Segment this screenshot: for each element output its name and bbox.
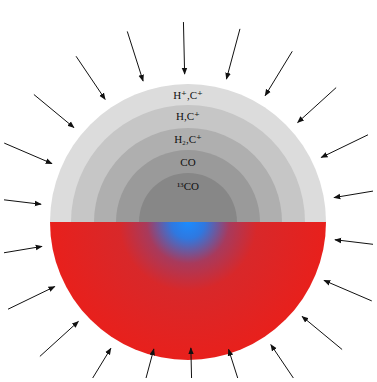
band-fill [116, 150, 260, 222]
radiation-arrow [34, 95, 74, 128]
radiation-arrow [4, 246, 42, 252]
radiation-arrow [321, 135, 368, 158]
radiation-arrow [226, 29, 240, 79]
radiation-arrows [4, 22, 373, 378]
radiation-arrow [4, 200, 41, 204]
species-label: H₂,C⁺ [94, 133, 282, 145]
radiation-arrow [127, 31, 143, 81]
layer-band: H⁺,C⁺ H,C⁺ H₂,C⁺ CO ¹³CO [50, 84, 326, 360]
radiation-arrow [229, 349, 238, 378]
radiation-arrow [335, 240, 373, 245]
radiation-arrow [4, 143, 52, 164]
radiation-arrow [302, 316, 342, 349]
radiation-arrow [76, 56, 105, 99]
radiation-arrow [146, 349, 154, 378]
radiation-arrow [334, 191, 373, 198]
radiation-arrow [265, 51, 292, 95]
radiation-arrow [190, 348, 192, 378]
radiation-arrow [183, 22, 184, 74]
core-half-disk [50, 222, 326, 360]
species-label: H,C⁺ [71, 110, 305, 122]
radiation-arrow [271, 345, 294, 378]
radiation-arrow [298, 88, 337, 123]
species-label: H⁺,C⁺ [50, 89, 326, 101]
species-label: ¹³CO [139, 180, 237, 192]
radiation-arrow [8, 287, 55, 310]
radiation-arrow [324, 280, 372, 301]
layer-band: CO ¹³CO [116, 150, 260, 294]
species-label: CO [116, 156, 260, 168]
layer-band: H,C⁺ H₂,C⁺ CO ¹³CO [71, 105, 305, 339]
layer-band: H₂,C⁺ CO ¹³CO [94, 128, 282, 316]
band-fill [94, 128, 282, 222]
radiation-arrow [93, 348, 111, 378]
layer-band: ¹³CO [139, 173, 237, 271]
radiation-arrow [40, 321, 79, 356]
band-fill [139, 173, 237, 222]
band-fill [50, 84, 326, 222]
band-fill [71, 105, 305, 222]
